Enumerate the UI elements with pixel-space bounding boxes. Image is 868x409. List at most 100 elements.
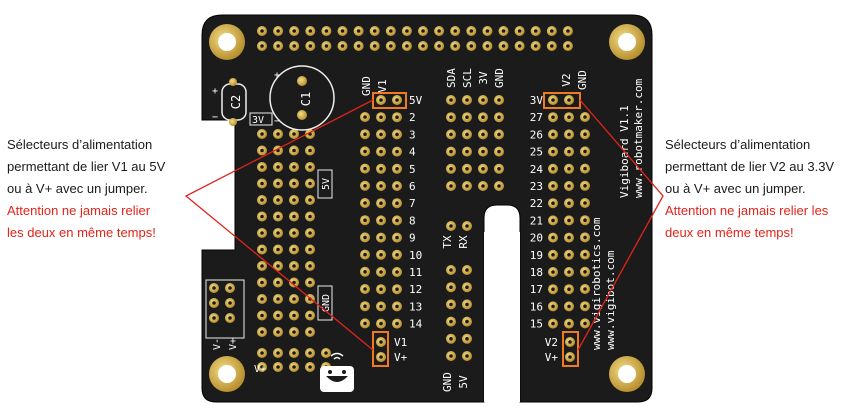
gpio-header-pad	[434, 26, 445, 36]
v2-bottom-label: V2	[545, 336, 558, 349]
v1-pin-number: 12	[409, 283, 422, 296]
gpio-header-pad	[289, 41, 300, 51]
middle-lower-pad	[462, 282, 472, 293]
callout-right: Sélecteurs d’alimentation permettant de …	[665, 134, 834, 244]
label-gnd-left: GND	[321, 294, 332, 312]
side-text-vigibot: www.vigibot.com	[604, 250, 617, 350]
middle-header-label: SDA	[445, 68, 458, 88]
pin-number-labels: 5V234567891011121314V1V+3V27262524232221…	[394, 94, 558, 364]
v2-column-pad	[548, 181, 558, 191]
v1-column-pad	[376, 267, 386, 277]
label-3v-left: 3V	[252, 115, 264, 126]
proto-pad-left	[273, 178, 283, 189]
middle-pad	[462, 112, 472, 123]
middle-pad	[446, 129, 456, 140]
v1-column-pad	[376, 215, 386, 226]
v1-gnd-pad	[360, 180, 370, 191]
proto-pad-left	[305, 244, 315, 255]
gpio-header-pad	[498, 26, 509, 36]
proto-pad-left-bottom	[257, 362, 267, 372]
proto-pad-left	[257, 211, 267, 222]
v2-column-pad	[548, 129, 558, 140]
proto-pad-left	[257, 244, 267, 255]
callout-left: Sélecteurs d’alimentation permettant de …	[7, 134, 165, 244]
v1-column-pad	[392, 146, 402, 157]
gpio-header-pad	[385, 41, 396, 51]
gpio-header-pad	[257, 41, 267, 51]
v2-pin-number: 19	[530, 249, 543, 262]
proto-pad-left	[257, 310, 267, 321]
v2-column-pad	[564, 301, 574, 312]
proto-pad-left	[273, 327, 283, 337]
gpio-header-pad	[418, 41, 428, 51]
middle-lower-pad	[446, 316, 456, 327]
v1-gnd-pad	[360, 301, 370, 312]
proto-pad-left-bottom	[257, 348, 267, 358]
middle-pad	[494, 112, 504, 123]
middle-lower-pad	[446, 265, 456, 275]
callout-pointers	[184, 99, 664, 351]
gpio-header-pad	[450, 26, 461, 36]
callout-right-warning-2: deux en même temps!	[665, 225, 794, 240]
v2-column-pad	[548, 95, 558, 105]
v1-pin-number: 10	[409, 249, 422, 262]
v2-gnd-pad	[580, 163, 590, 174]
v2-pin-number: 21	[530, 214, 543, 227]
vplus-pad	[209, 298, 219, 308]
middle-lower-pad	[446, 282, 456, 293]
callout-right-warning-1: Attention ne jamais relier les	[665, 203, 829, 218]
side-text-robotmaker: www.robotmaker.com	[632, 78, 645, 198]
gpio-header-pad	[482, 41, 493, 51]
middle-pad	[446, 163, 456, 174]
proto-pad-left	[257, 195, 267, 205]
gpio-header-pad	[466, 26, 477, 36]
v1-column-pad	[392, 95, 402, 105]
proto-pad-left-bottom	[305, 348, 315, 358]
proto-pad-left	[257, 261, 267, 271]
middle-lower-pad	[462, 265, 472, 275]
gpio-header-pad	[369, 41, 380, 51]
v2-pin-number: 16	[530, 300, 543, 313]
proto-pad-left	[257, 178, 267, 189]
v1-label: V1	[376, 79, 389, 92]
proto-pad-left	[289, 228, 299, 238]
v2-pin-number: 3V	[530, 94, 544, 107]
v1-pin-number: 7	[409, 197, 416, 210]
gpio-header-pad	[401, 26, 412, 36]
v2-pin-number: 27	[530, 111, 543, 124]
v1-column-pad	[392, 301, 402, 312]
middle-pad	[446, 95, 456, 105]
gpio-header-pad	[530, 26, 541, 36]
v2-gnd-pad	[580, 112, 590, 122]
gpio-header-pad	[530, 41, 541, 51]
gpio-header-pad	[401, 41, 412, 51]
gpio-header-pad	[562, 41, 573, 51]
v1-column-pad	[376, 198, 386, 209]
v2-column-pad	[548, 232, 558, 243]
middle-lower-pad	[446, 351, 456, 361]
gpio-header-pad	[273, 41, 284, 51]
proto-pad-left	[289, 310, 299, 321]
v1-column-pad	[376, 146, 386, 157]
proto-pad-left-bottom	[289, 348, 299, 358]
v1-gnd-pad	[360, 266, 370, 277]
proto-pad-left	[257, 294, 267, 304]
proto-pad-left	[289, 178, 299, 189]
v1-column-pad	[392, 284, 402, 295]
pad-grid	[209, 26, 590, 372]
gpio-header-pad	[305, 41, 316, 51]
gpio-header-pad	[337, 26, 348, 36]
proto-pad-left	[289, 145, 299, 156]
label-5v-left: 5V	[321, 178, 332, 190]
v1-gnd-pad	[360, 198, 370, 208]
v1-column-pad	[376, 301, 386, 312]
middle-pad	[446, 181, 456, 191]
v1-pin-number: 3	[409, 128, 416, 141]
v2-pin-number: 15	[530, 318, 543, 331]
v2-gnd-pad	[580, 249, 590, 260]
proto-pad-left	[257, 228, 267, 238]
gpio-header-pad	[418, 26, 428, 36]
proto-pad-left	[273, 129, 283, 139]
proto-pad-left	[273, 228, 283, 238]
